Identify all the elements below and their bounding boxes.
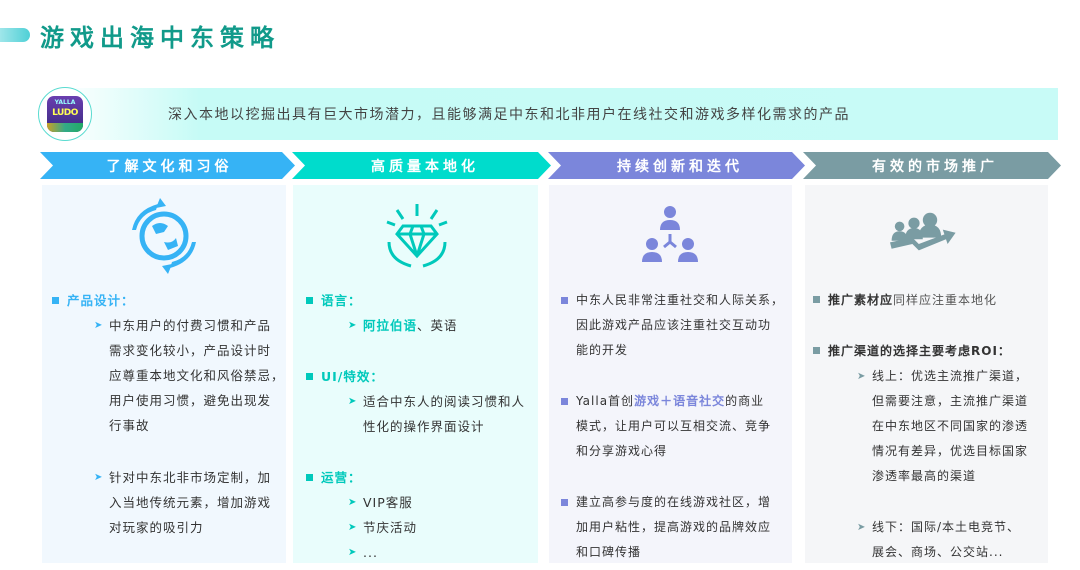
text-line: 入当地传统元素，增加游戏: [109, 495, 272, 510]
text-line: 线上：优选主流推广渠道，: [872, 369, 1029, 383]
text-line: 节庆活动: [363, 520, 418, 535]
header-arrow-2: [292, 152, 551, 179]
marketing-content: 推广素材应同样应注重本地化 推广渠道的选择主要考虑ROI： ➤ 线上：优选主流推…: [813, 288, 1053, 565]
banner-text: 深入本地以挖掘出具有巨大市场潜力，且能够满足中东和北非用户在线社交和游戏多样化需…: [168, 107, 850, 123]
arrow-bullet-icon: ➤: [857, 522, 867, 533]
text-line: 和分享游戏心得: [576, 444, 668, 458]
arrow-bullet-icon: ➤: [94, 472, 104, 483]
arrow-bullet-icon: ➤: [348, 320, 358, 331]
diamond-hands-icon: [386, 204, 448, 268]
arrow-bullet-icon: ➤: [857, 371, 867, 382]
text-line: 因此游戏产品应该注重社交互动功: [576, 318, 772, 332]
text-line: Yalla首创: [576, 394, 635, 408]
arabic-highlight: 阿拉伯语: [363, 318, 418, 333]
text-line: 加用户粘性，提高游戏的品牌效应: [576, 520, 772, 534]
summary-banner: [60, 88, 1058, 140]
page-title: 游戏出海中东策略: [40, 23, 280, 52]
arrow-bullet-icon: ➤: [348, 547, 358, 558]
channel-heading: 推广渠道的选择主要考虑ROI：: [828, 344, 1011, 358]
text-line: 适合中东人的阅读习惯和人: [363, 394, 526, 409]
arrow-bullet-icon: ➤: [348, 522, 358, 533]
header-innovation: 持续创新和迭代: [617, 158, 743, 175]
text-line: 能的开发: [576, 343, 629, 357]
text-line: 但需要注意，主流推广渠道: [872, 394, 1029, 408]
team-network-icon: [642, 206, 698, 262]
header-arrow-3: [548, 152, 805, 179]
arrow-bullet-icon: ➤: [94, 320, 104, 331]
culture-content: 产品设计： ➤ 中东用户的付费习惯和产品 需求变化较小，产品设计时 应尊重本地文…: [52, 288, 287, 540]
text-line: 在中东地区不同国家的渗透: [872, 419, 1029, 433]
title-accent-bar: [0, 28, 30, 42]
text-line: 需求变化较小，产品设计时: [109, 343, 272, 358]
header-marketing: 有效的市场推广: [872, 158, 998, 175]
text-line: 应尊重本地文化和风俗禁忌，: [109, 368, 285, 383]
localization-content: 语言： ➤ 阿拉伯语、英语 UI/特效： ➤ 适合中东人的阅读习惯和人 性化的操作…: [306, 288, 536, 565]
text-line: 中东用户的付费习惯和产品: [109, 318, 272, 333]
text-line: 建立高参与度的在线游戏社区，增: [576, 495, 772, 509]
text-line: 展会、商场、公交站...: [872, 545, 1004, 559]
text-line: 行事故: [109, 418, 150, 433]
text-line: 和口碑传播: [576, 545, 642, 559]
globe-arrows-icon: [132, 198, 196, 274]
panel-innovation: [549, 185, 792, 563]
panel-marketing: [805, 185, 1048, 563]
ops-heading: 运营：: [321, 470, 362, 485]
arrow-bullet-icon: ➤: [348, 497, 358, 508]
header-arrow-1: [40, 152, 295, 179]
header-arrow-4: [803, 152, 1061, 179]
text-line: 情况有差异，优选目标国家: [872, 444, 1029, 458]
text-line: 渗透率最高的渠道: [872, 469, 977, 483]
header-localization: 高质量本地化: [371, 158, 479, 175]
innovation-content: 中东人民非常注重社交和人际关系， 因此游戏产品应该注重社交互动功 能的开发 Ya…: [561, 288, 793, 565]
text-line: 同样应注重本地化: [893, 293, 998, 307]
text-line: VIP客服: [363, 495, 413, 510]
text-line: 中东人民非常注重社交和人际关系，: [576, 293, 785, 307]
text-line: 性化的操作界面设计: [363, 419, 485, 434]
text-line: 的商业: [725, 394, 765, 408]
panel-culture: [42, 185, 286, 563]
people-growth-icon: [890, 212, 956, 251]
header-culture: 了解文化和习俗: [106, 158, 233, 175]
text-line: 、英语: [417, 318, 458, 333]
text-line: 模式，让用户可以互相交流、竞争: [576, 419, 772, 433]
product-design-heading: 产品设计：: [67, 293, 135, 308]
material-bold: 推广素材应: [828, 293, 894, 307]
column-header-arrows: [40, 152, 1061, 179]
ui-heading: UI/特效：: [321, 369, 384, 384]
text-line: 对玩家的吸引力: [109, 520, 204, 535]
language-heading: 语言：: [321, 293, 362, 308]
text-line: 用户使用习惯，避免出现发: [109, 393, 272, 408]
text-line: ...: [363, 545, 378, 560]
text-line: 针对中东北非市场定制，加: [109, 470, 272, 485]
arrow-bullet-icon: ➤: [348, 396, 358, 407]
text-line: 线下：国际/本土电竞节、: [872, 520, 1021, 534]
voice-social-highlight: 游戏＋语音社交: [634, 394, 726, 408]
